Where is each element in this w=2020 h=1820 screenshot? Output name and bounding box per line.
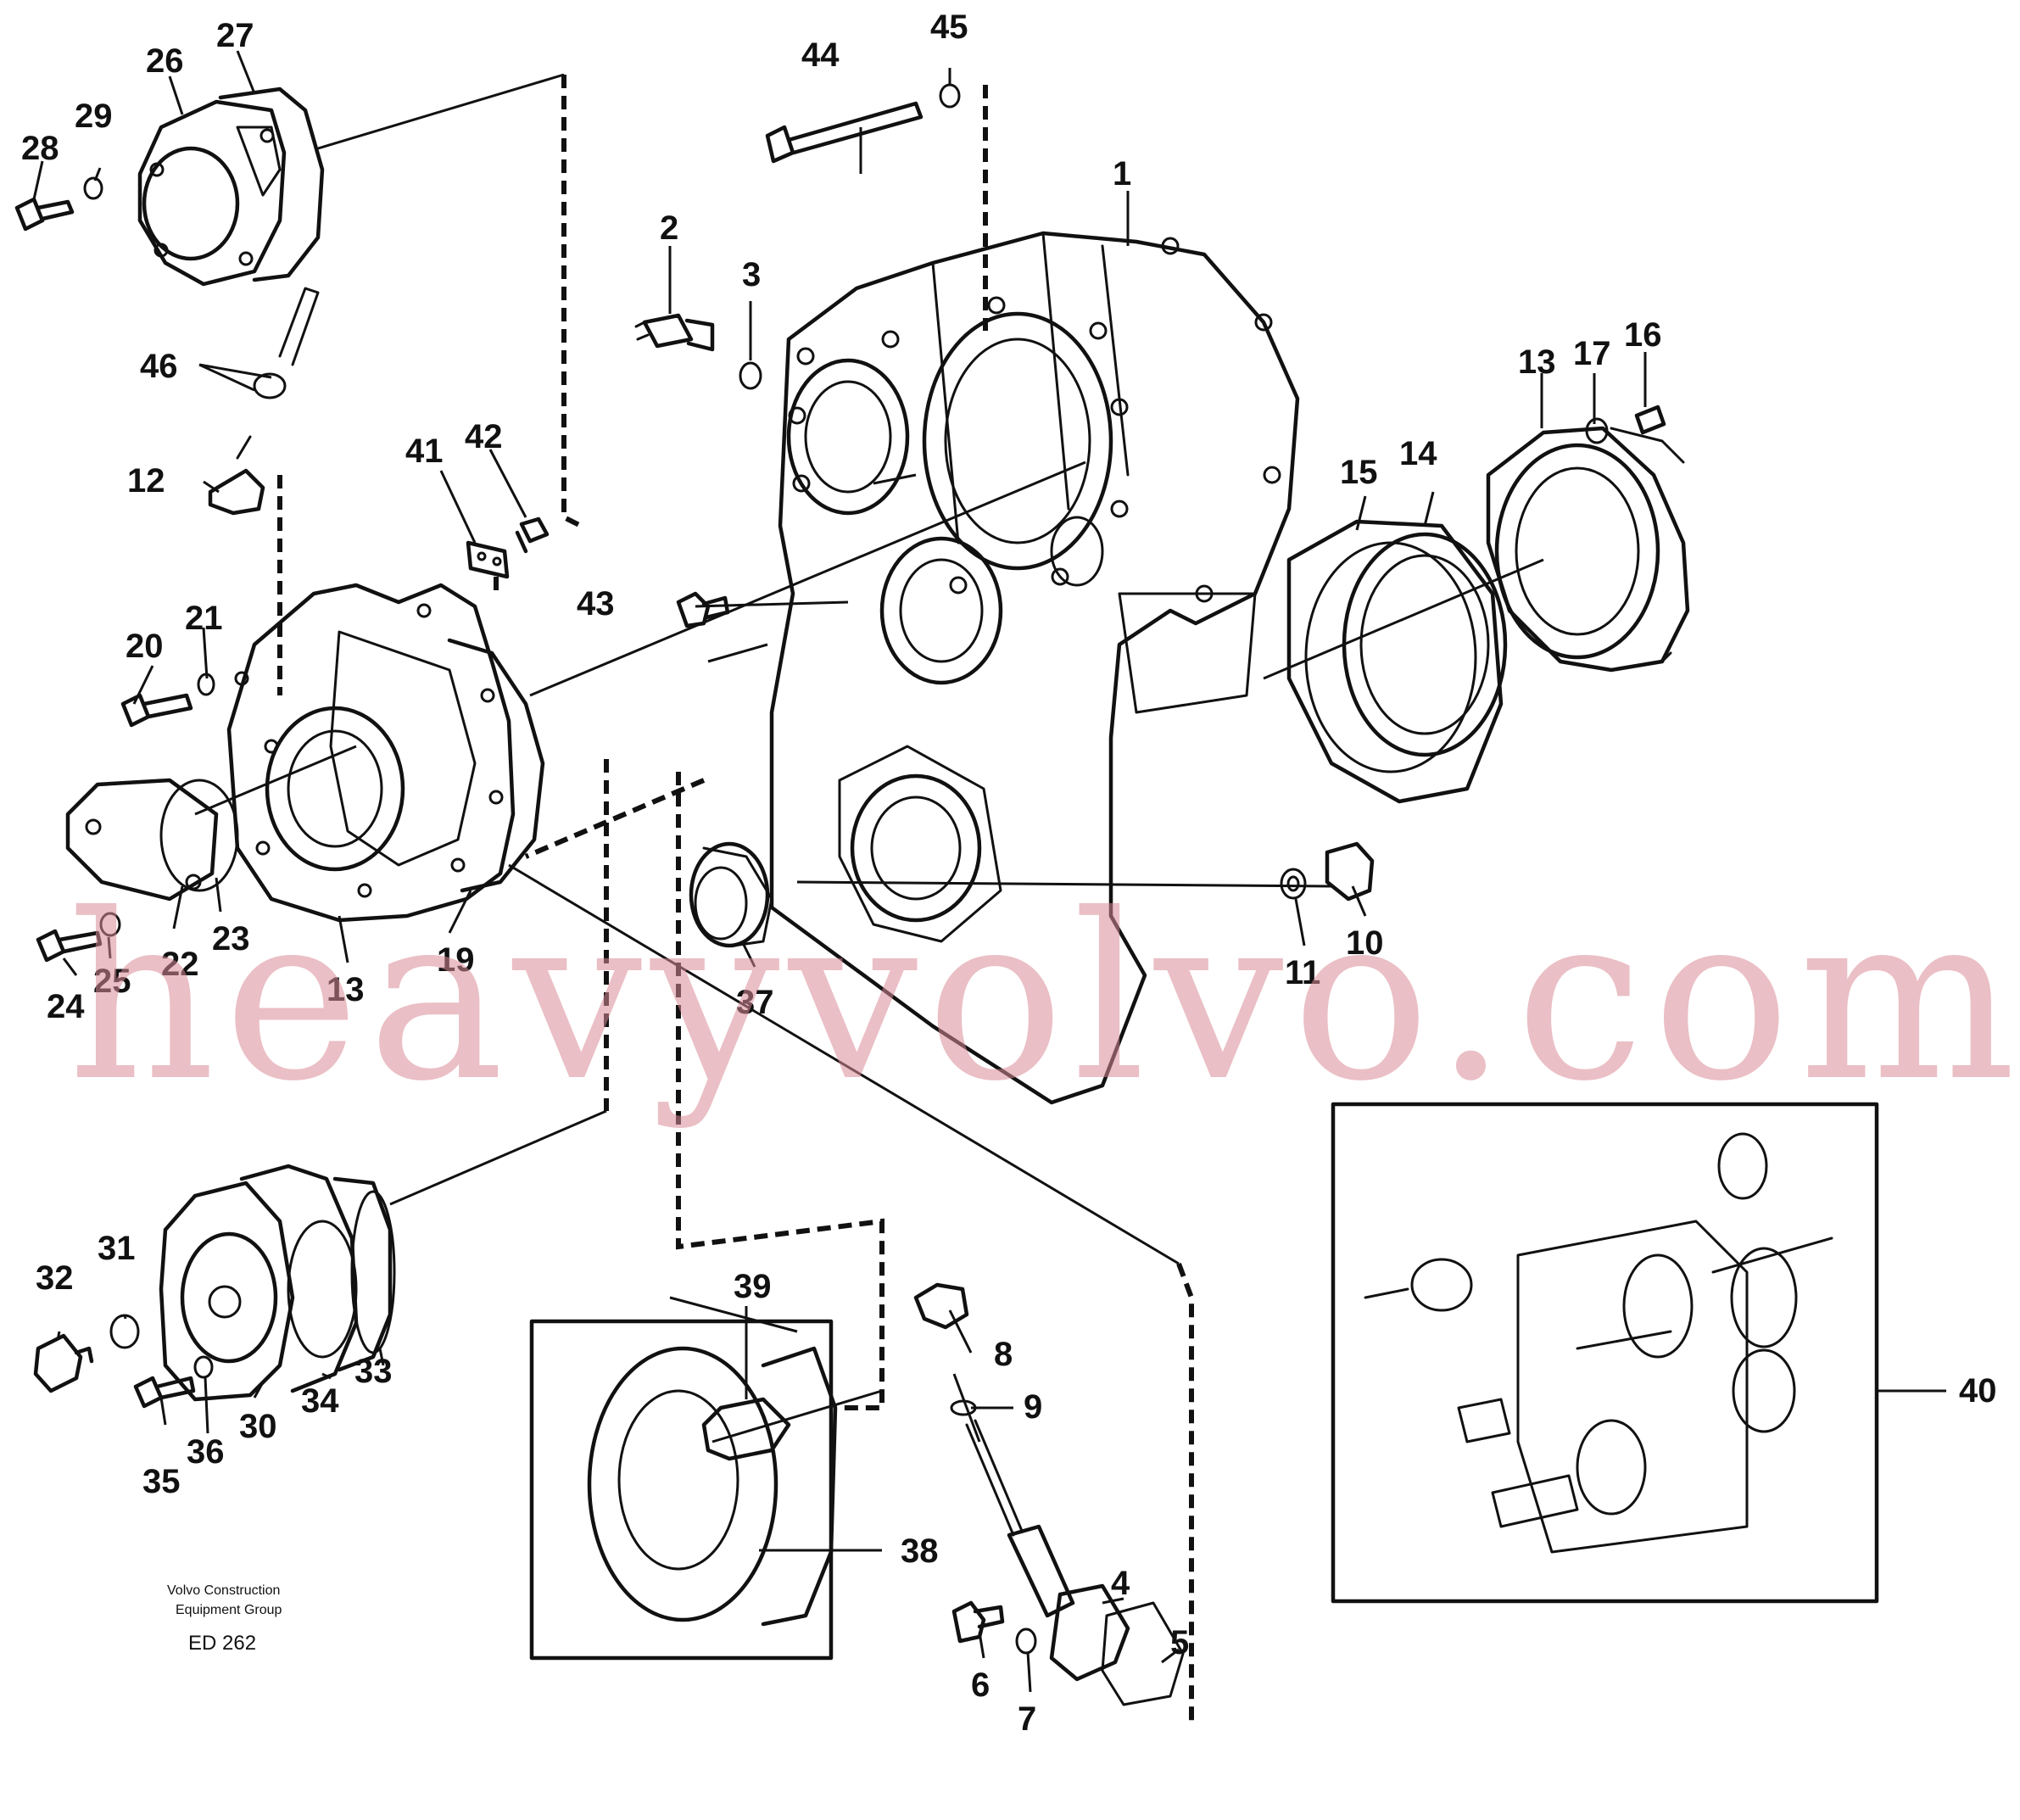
right-seals-and-cover [1286,426,1690,804]
callout-3: 3 [742,256,761,293]
callout-13-left: 13 [326,971,365,1008]
shaft-seal [689,841,773,948]
callout-28: 28 [21,130,59,167]
callout-25: 25 [93,963,131,1000]
callout-41: 41 [405,433,444,470]
callout-12: 12 [127,462,165,500]
callout-15: 15 [1340,454,1378,491]
credit-line-2: Equipment Group [176,1603,282,1617]
callout-9: 9 [1024,1388,1042,1426]
callout-leaders [32,50,1946,1693]
callout-33: 33 [354,1353,393,1390]
callout-46: 46 [140,348,178,385]
oil-filler-pipe [913,1282,1185,1706]
callout-4: 4 [1111,1565,1130,1602]
callout-22: 22 [161,946,199,983]
front-cover-flange [226,583,545,923]
watermark-text: heavyvolvo.com [68,864,2020,1131]
gearbox-housing [769,231,1300,1105]
callout-2: 2 [660,209,678,247]
callout-17: 17 [1573,335,1611,372]
credit-block: Volvo Construction Equipment Group ED 26… [167,1583,282,1655]
callout-20: 20 [126,628,164,665]
callout-35: 35 [142,1463,181,1500]
callout-34: 34 [301,1382,339,1420]
callout-6: 6 [971,1666,990,1704]
callout-29: 29 [75,98,113,135]
gear-assembly-inset [1331,1102,1879,1604]
callout-16: 16 [1624,316,1662,354]
callout-7: 7 [1018,1700,1036,1738]
rear-cover [159,1164,396,1402]
drawing-code: ED 262 [188,1632,256,1655]
callout-5: 5 [1170,1624,1189,1661]
callout-42: 42 [465,418,503,455]
callout-11: 11 [1285,954,1320,991]
small-cover [65,778,239,902]
credit-line-1: Volvo Construction [167,1583,280,1598]
fasteners [14,83,1666,1655]
callout-1: 1 [1113,155,1131,193]
callout-32: 32 [36,1259,74,1297]
callout-43: 43 [577,585,615,622]
callout-31: 31 [98,1230,136,1267]
axis-lines [194,73,1544,1443]
callout-39: 39 [734,1268,772,1305]
callout-labels: 1 2 3 4 5 6 7 8 9 10 11 12 13 13 14 15 1… [21,8,1997,1738]
callout-13-right: 13 [1518,343,1556,381]
callout-10: 10 [1346,924,1384,962]
callout-30: 30 [239,1408,277,1445]
brake-inset [529,1319,838,1661]
callout-24: 24 [47,988,85,1025]
callout-44: 44 [801,36,840,74]
callout-19: 19 [437,941,475,979]
callout-45: 45 [930,8,968,46]
callout-26: 26 [146,42,184,80]
callout-23: 23 [212,920,250,957]
callout-21: 21 [185,600,223,637]
callout-8: 8 [994,1336,1013,1373]
dashed-guide-lines [277,75,1194,1722]
callout-38: 38 [901,1532,939,1570]
plug-and-washer [1280,841,1375,902]
callout-40: 40 [1959,1372,1997,1410]
callout-37: 37 [736,984,774,1021]
callout-14: 14 [1399,435,1437,472]
callout-27: 27 [216,17,254,54]
callout-36: 36 [187,1433,225,1471]
upper-cover [137,87,325,287]
